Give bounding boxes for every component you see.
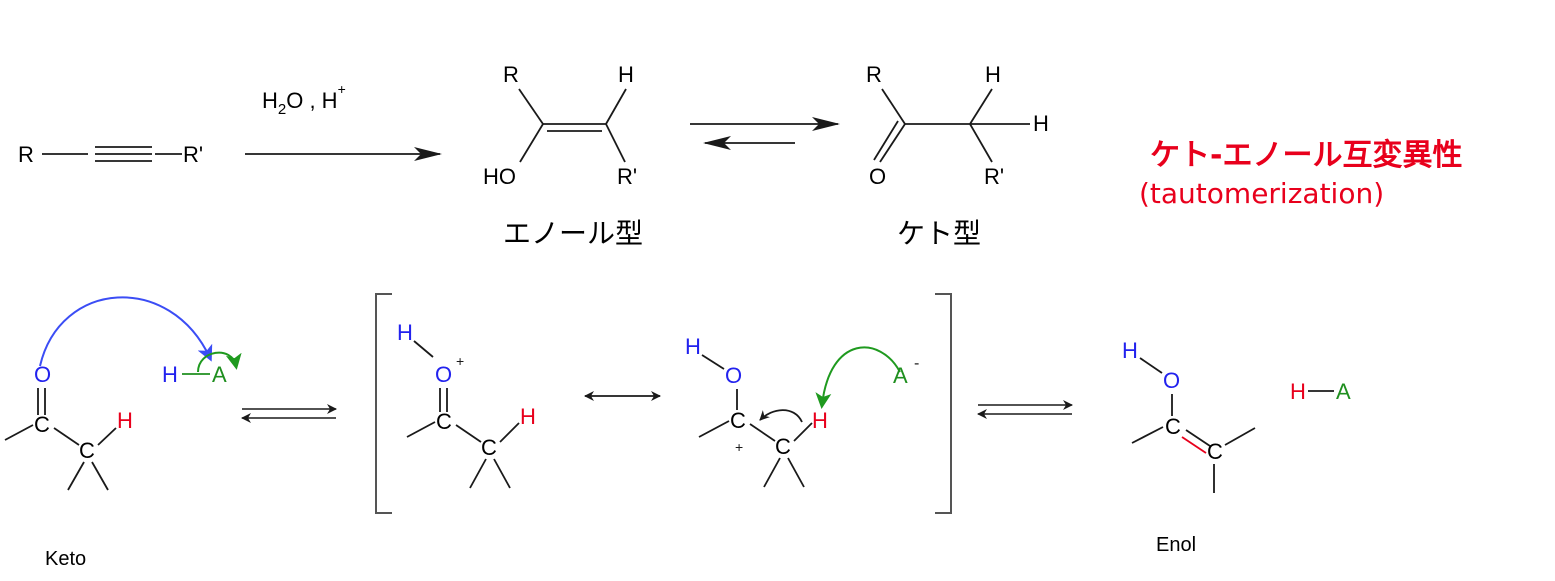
enol-mech-c1-label: C (1165, 414, 1181, 439)
carbocation-structure: H O C + C H A - (685, 334, 919, 488)
acid-a-label: A (212, 362, 227, 387)
keto-type-caption: ケト型 (897, 217, 981, 250)
oxonium-h-label: H (397, 320, 413, 345)
carbocation-h-label: H (685, 334, 701, 359)
curved-arrow-blue (39, 296, 213, 367)
oxonium-c2-label: C (481, 435, 497, 460)
keto-r-label: R (866, 62, 882, 87)
enol-h-label: H (618, 62, 634, 87)
carbocation-o-label: O (725, 363, 742, 388)
keto-mech-c1-label: C (34, 412, 50, 437)
keto-h-top-label: H (985, 62, 1001, 87)
oxonium-structure: H O + C C H (397, 320, 536, 489)
bracket-left (375, 293, 392, 514)
tautomerism-title-en: (tautomerization) (1139, 177, 1384, 210)
enol-caption: Enol (1156, 534, 1196, 556)
bracket-right (935, 293, 952, 514)
product-h-label: H (1290, 379, 1306, 404)
acid-h-label: H (162, 362, 178, 387)
enol-r-label: R (503, 62, 519, 87)
oxonium-c1-label: C (436, 409, 452, 434)
curved-arrow-green-large (815, 346, 901, 409)
enol-structure-mech: H O C C (1122, 338, 1256, 493)
oxonium-h2-label: H (520, 404, 536, 429)
oxonium-o-label: O (435, 362, 452, 387)
enol-mech-c2-label: C (1207, 439, 1223, 464)
enol-type-caption: エノール型 (503, 217, 643, 250)
keto-mech-o-label: O (34, 362, 51, 387)
keto-structure-top: R H H O R' (866, 62, 1049, 189)
product-a-label: A (1336, 379, 1351, 404)
enol-mech-h-label: H (1122, 338, 1138, 363)
curved-arrow-green-small (197, 351, 242, 373)
enol-ho-label: HO (483, 164, 516, 189)
keto-mech-h-label: H (117, 408, 133, 433)
equilibrium-arrows-top (690, 117, 840, 150)
alkyne-r-label: R (18, 142, 34, 167)
reagent-label: H2O , H+ (262, 81, 346, 118)
carbocation-c2-label: C (775, 434, 791, 459)
equilibrium-arrows-1 (241, 404, 337, 423)
oxonium-plus-label: + (456, 353, 464, 369)
alkyne-rprime-label: R' (183, 142, 203, 167)
hydration-arrow: H2O , H+ (245, 81, 442, 161)
base-minus-label: - (914, 355, 919, 372)
enol-mech-o-label: O (1163, 368, 1180, 393)
carbocation-c1-label: C (730, 408, 746, 433)
equilibrium-arrows-2 (977, 400, 1073, 419)
enol-structure-top: R H HO R' (483, 62, 637, 189)
alkyne-structure: R R' (18, 142, 203, 167)
carbocation-plus-label: + (735, 439, 743, 455)
enol-rprime-label: R' (617, 164, 637, 189)
carbocation-h2-label: H (812, 408, 828, 433)
base-a-label: A (893, 363, 908, 388)
keto-mech-c2-label: C (79, 438, 95, 463)
h-a-product: H A (1290, 379, 1351, 404)
curved-arrow-black (759, 409, 803, 423)
tautomerism-title-jp: ケト-エノール互変異性 (1150, 138, 1462, 173)
keto-structure-mech: O C C H H A (4, 296, 242, 491)
keto-rprime-label: R' (984, 164, 1004, 189)
keto-o-label: O (869, 164, 886, 189)
keto-caption: Keto (45, 548, 86, 570)
keto-h-right-label: H (1033, 111, 1049, 136)
